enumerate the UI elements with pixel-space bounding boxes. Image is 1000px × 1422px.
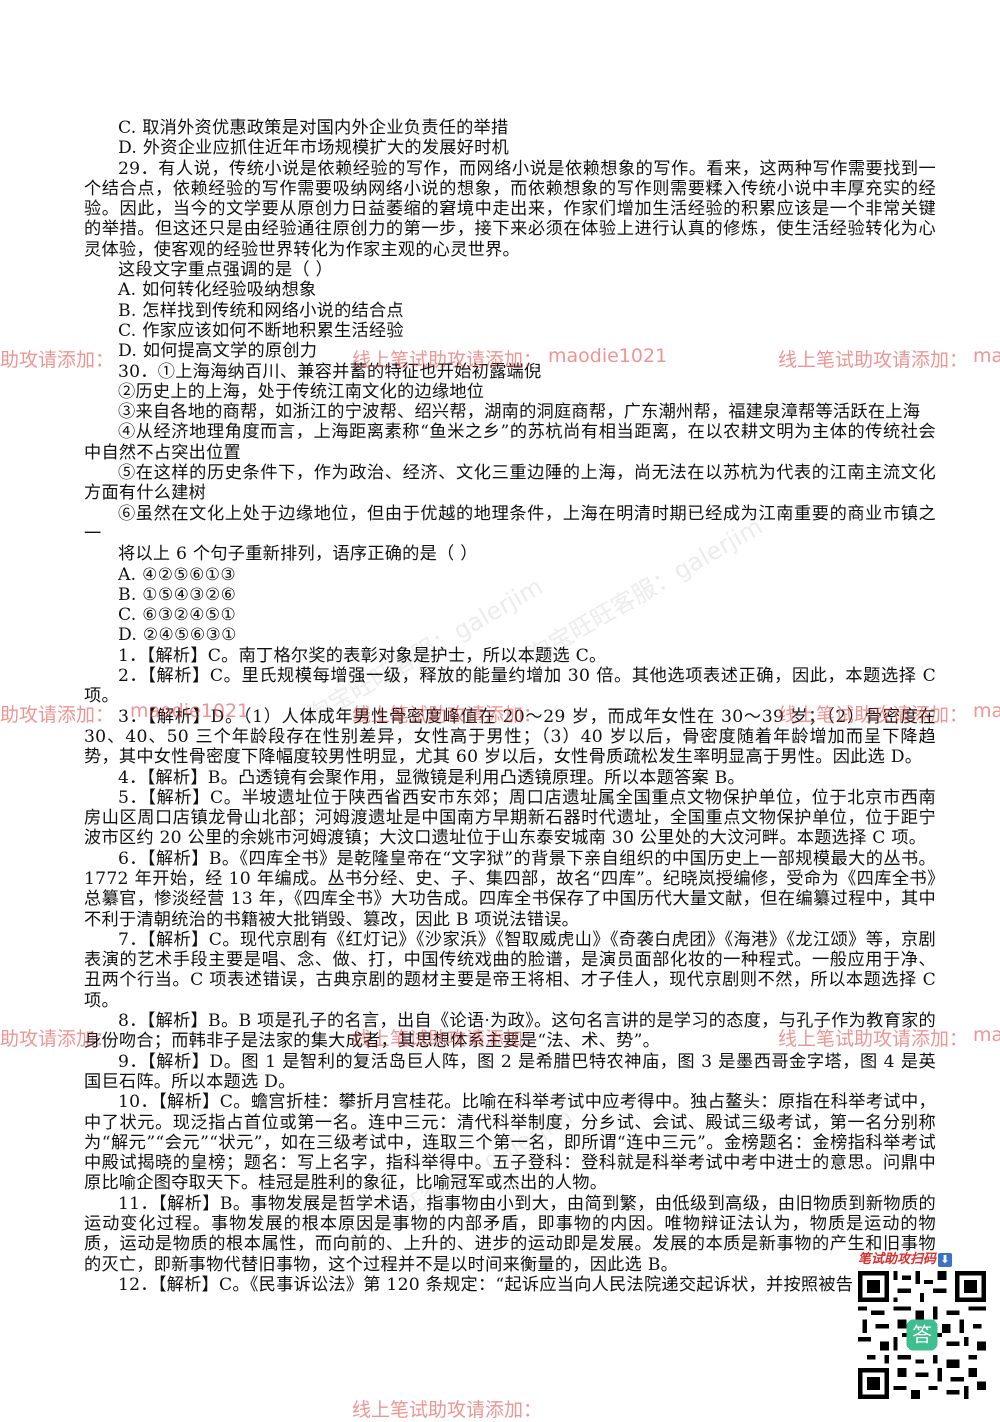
answer-10: 10．【解析】C。蟾宫折桂：攀折月宫桂花。比喻在科举考试中应考得中。独占鳌头：原… — [84, 1092, 936, 1194]
question-30-sentence-2: ②历史上的上海，处于传统江南文化的边缘地位 — [118, 381, 485, 402]
question-30-sentence-6: ⑥虽然在文化上处于边缘地位，但由于优越的地理条件，上海在明清时期已经成为江南重要… — [84, 503, 936, 544]
document-page: C. 取消外资优惠政策是对国内外企业负责任的举措 D. 外资企业应抓住近年市场规… — [84, 118, 936, 1295]
q29-option-b: B. 怎样找到传统和网络小说的结合点 — [118, 300, 404, 321]
q30-option-a: A. ④②⑤⑥①③ — [118, 564, 237, 585]
watermark-tail: ma — [973, 345, 1000, 367]
question-30-stem: 将以上 6 个句子重新排列，语序正确的是（ ） — [118, 544, 478, 565]
qr-title: 笔试助攻扫码⬇ — [858, 1248, 953, 1267]
arrow-down-icon: ⬇ — [938, 1253, 953, 1267]
q29-option-d: D. 如何提高文学的原创力 — [118, 341, 318, 362]
answer-6: 6．【解析】B。《四库全书》是乾隆皇帝在“文字狱”的背景下亲自组织的中国历史上一… — [84, 848, 936, 930]
q28-option-d: D. 外资企业应抓住近年市场规模扩大的发展好时机 — [118, 138, 510, 159]
answer-12: 12．【解析】C。《民事诉讼法》第 120 条规定：“起诉应当向人民法院递交起诉… — [118, 1274, 854, 1295]
q30-option-b: B. ①⑤④③②⑥ — [118, 584, 237, 605]
q28-option-c: C. 取消外资优惠政策是对国内外企业负责任的举措 — [118, 118, 509, 138]
question-30-sentence-4: ④从经济地理角度而言，上海距离素称“鱼米之乡”的苏杭尚有相当距离，在以农耕文明为… — [84, 422, 936, 463]
answer-7: 7．【解析】C。现代京剧有《红灯记》《沙家浜》《智取威虎山》《奇袭白虎团》《海港… — [84, 929, 936, 1011]
watermark-tail: ma — [973, 700, 1000, 722]
answer-1: 1．【解析】C。南丁格尔奖的表彰对象是护士，所以本题选 C。 — [118, 645, 607, 666]
q30-option-d: D. ②④⑤⑥③① — [118, 625, 237, 646]
q29-option-a: A. 如何转化经验吸纳想象 — [118, 280, 317, 301]
answer-2: 2．【解析】C。里氏规模每增强一级，释放的能量约增加 30 倍。其他选项表述正确… — [84, 666, 936, 707]
answer-8: 8．【解析】B。B 项是孔子的名言，出自《论语·为政》。这句名言讲的是学习的态度… — [84, 1011, 936, 1052]
q29-option-c: C. 作家应该如何不断地积累生活经验 — [118, 320, 404, 341]
watermark-tail: ma — [973, 1024, 1000, 1046]
question-29: 29．有人说，传统小说是依赖经验的写作，而网络小说是依赖想象的写作。看来，这两种… — [84, 158, 936, 260]
q30-option-c: C. ⑥③②④⑤① — [118, 605, 237, 626]
answer-5: 5．【解析】C。半坡遗址位于陕西省西安市东郊；周口店遗址属全国重点文物保护单位，… — [84, 787, 936, 849]
answer-11: 11．【解析】B。事物发展是哲学术语，指事物由小到大，由简到繁，由低级到高级，由… — [84, 1193, 936, 1275]
qr-center-label: 答 — [912, 1324, 932, 1347]
answer-9: 9．【解析】D。图 1 是智利的复活岛巨人阵，图 2 是希腊巴特农神庙，图 3 … — [84, 1051, 936, 1092]
answer-4: 4．【解析】B。凸透镜有会聚作用，显微镜是利用凸透镜原理。所以本题答案 B。 — [118, 767, 745, 788]
question-29-stem: 这段文字重点强调的是（ ） — [118, 260, 333, 281]
qr-code-block[interactable]: 笔试助攻扫码⬇ 答 — [858, 1252, 986, 1402]
question-30-sentence-1: 30．①上海海纳百川、兼容并蓄的特征也开始初露端倪 — [118, 361, 542, 382]
question-30-sentence-5: ⑤在这样的历史条件下，作为政治、经济、文化三重边陲的上海，尚无法在以苏杭为代表的… — [84, 463, 936, 504]
qr-code-icon: 答 — [858, 1271, 986, 1399]
watermark-text: 线上笔试助攻请添加： — [352, 1399, 543, 1421]
question-30-sentence-3: ③来自各地的商帮，如浙江的宁波帮、绍兴帮，湖南的洞庭商帮，广东潮州帮，福建泉漳帮… — [118, 402, 921, 423]
answer-3: 3．【解析】D。（1）人体成年男性骨密度峰值在 20～29 岁，而成年女性在 3… — [84, 706, 936, 768]
